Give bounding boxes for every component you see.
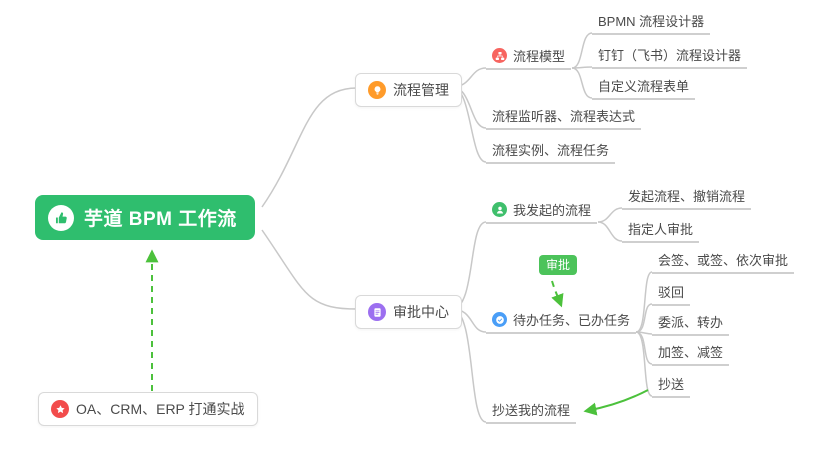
- node-approval-center[interactable]: 审批中心: [355, 295, 462, 329]
- node-label: 审批中心: [393, 304, 449, 320]
- node-label: BPMN 流程设计器: [598, 14, 705, 29]
- root-label: 芋道 BPM 工作流: [84, 209, 237, 230]
- node-label: 会签、或签、依次审批: [658, 253, 789, 268]
- arrow-cc-to-ccmyflow: [583, 389, 649, 416]
- node-label: 流程实例、流程任务: [492, 143, 610, 158]
- node-label: 指定人审批: [628, 222, 694, 237]
- node-label: 自定义流程表单: [598, 79, 690, 94]
- star-icon: [51, 400, 69, 418]
- thumbs-up-icon: [48, 204, 74, 231]
- node-assignee-approval[interactable]: 指定人审批: [622, 220, 700, 243]
- root-node[interactable]: 芋道 BPM 工作流: [35, 195, 255, 240]
- node-reject[interactable]: 驳回: [652, 283, 691, 306]
- node-process-model[interactable]: 流程模型: [486, 47, 572, 70]
- lightbulb-icon: [368, 81, 386, 99]
- node-listener-expression[interactable]: 流程监听器、流程表达式: [486, 107, 642, 130]
- node-label: 抄送我的流程: [492, 403, 571, 418]
- node-instance-task[interactable]: 流程实例、流程任务: [486, 141, 616, 164]
- arrow-approve-to-todo: [551, 280, 564, 308]
- link-mi-assignee: [597, 221, 623, 242]
- task-check-icon: [492, 312, 507, 327]
- node-label: 发起流程、撤销流程: [628, 189, 746, 204]
- node-cc[interactable]: 抄送: [652, 375, 691, 398]
- node-label: 委派、转办: [658, 315, 724, 330]
- node-process-management[interactable]: 流程管理: [355, 73, 462, 107]
- node-add-reduce-sign[interactable]: 加签、减签: [652, 343, 730, 366]
- node-cc-my-flow[interactable]: 抄送我的流程: [486, 401, 577, 424]
- node-label: 驳回: [658, 285, 685, 300]
- node-dingtalk-designer[interactable]: 钉钉（飞书）流程设计器: [592, 46, 748, 69]
- badge-label: 审批: [546, 258, 571, 272]
- node-label: 流程模型: [513, 49, 566, 64]
- node-delegate-transfer[interactable]: 委派、转办: [652, 313, 730, 336]
- node-custom-form[interactable]: 自定义流程表单: [592, 77, 696, 100]
- node-label: 钉钉（飞书）流程设计器: [598, 48, 742, 63]
- node-initiate-cancel[interactable]: 发起流程、撤销流程: [622, 187, 752, 210]
- clipboard-icon: [368, 303, 386, 321]
- link-model-customform: [571, 67, 593, 99]
- node-label: OA、CRM、ERP 打通实战: [76, 401, 245, 417]
- node-todo-done-tasks[interactable]: 待办任务、已办任务: [486, 311, 637, 334]
- link-model-bpmn: [571, 32, 593, 69]
- link-mi-initiate: [597, 207, 623, 223]
- node-my-initiated[interactable]: 我发起的流程: [486, 201, 598, 224]
- node-bpmn-designer[interactable]: BPMN 流程设计器: [592, 12, 711, 35]
- link-root-approval-center: [261, 229, 358, 310]
- link-td-cc: [635, 331, 653, 397]
- node-label: 流程管理: [393, 82, 449, 98]
- node-oa-crm-erp[interactable]: OA、CRM、ERP 打通实战: [38, 392, 258, 426]
- link-td-reject: [635, 303, 653, 333]
- node-label: 加签、减签: [658, 345, 724, 360]
- node-label: 我发起的流程: [513, 203, 592, 218]
- sitemap-icon: [492, 48, 507, 63]
- link-root-process-mgmt: [261, 87, 358, 208]
- user-icon: [492, 202, 507, 217]
- node-label: 抄送: [658, 377, 685, 392]
- approve-badge[interactable]: 审批: [539, 255, 578, 275]
- green-arrows: [145, 249, 649, 416]
- node-label: 流程监听器、流程表达式: [492, 109, 636, 124]
- node-countersign[interactable]: 会签、或签、依次审批: [652, 251, 795, 274]
- node-label: 待办任务、已办任务: [513, 313, 631, 328]
